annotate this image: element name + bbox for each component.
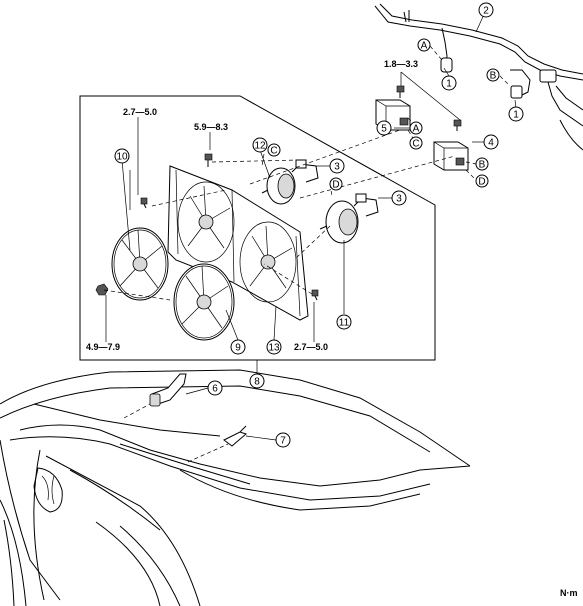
callout-12: 12: [252, 137, 268, 153]
connector-marker-c: C: [267, 143, 281, 157]
torque-spec-shroud-bolt-upper: 2.7—5.0: [123, 107, 157, 117]
svg-text:1: 1: [513, 110, 519, 121]
callout-8: 8: [249, 373, 265, 389]
svg-text:9: 9: [235, 343, 241, 354]
connector-marker-a: A: [409, 121, 423, 135]
fan-module-frame: [79, 95, 436, 374]
svg-text:C: C: [270, 146, 277, 157]
fan-shroud-bolt: [311, 289, 319, 301]
relay-bolt: [396, 85, 405, 98]
callout-3-upper: 3: [329, 158, 345, 174]
callout-9: 9: [230, 339, 246, 355]
connector-marker-b: B: [486, 68, 500, 82]
fan-blade-9: [173, 263, 235, 341]
svg-text:4: 4: [488, 138, 494, 149]
svg-text:12: 12: [254, 141, 266, 152]
callout-4: 4: [483, 134, 499, 150]
connector-marker-b: B: [475, 157, 489, 171]
svg-text:C: C: [412, 139, 419, 150]
torque-spec-shroud-bolt-lower: 2.7—5.0: [294, 342, 328, 352]
fan-nut: [95, 283, 109, 296]
connector-marker-a: A: [417, 38, 431, 52]
callout-1-upper: 1: [441, 75, 457, 91]
fan-relay-4: [433, 141, 469, 171]
svg-text:A: A: [413, 124, 420, 135]
torque-spec-relay-bolts: 1.8—3.3: [384, 59, 418, 69]
svg-text:D: D: [332, 180, 339, 191]
fan-shroud-bolt: [204, 153, 213, 167]
svg-text:A: A: [421, 41, 428, 52]
vehicle-front-outline: [0, 369, 471, 606]
connector-marker-d: D: [329, 177, 343, 191]
unit-label: N·m: [560, 588, 578, 598]
callout-7: 7: [275, 432, 291, 448]
callout-11: 11: [336, 314, 352, 330]
callout-2: 2: [478, 2, 494, 18]
torque-spec-shroud-bolt: 5.9—8.3: [194, 122, 228, 132]
fan-motor-upper: [261, 159, 319, 205]
callout-10: 10: [114, 148, 130, 164]
svg-text:D: D: [478, 177, 485, 188]
wiring-harness: [374, 3, 583, 151]
svg-text:1: 1: [446, 79, 452, 90]
svg-text:7: 7: [280, 436, 286, 447]
callout-3-lower: 3: [391, 190, 407, 206]
svg-text:B: B: [479, 160, 486, 171]
svg-text:3: 3: [334, 162, 340, 173]
svg-text:5: 5: [381, 124, 387, 135]
svg-text:10: 10: [116, 152, 128, 163]
svg-text:2: 2: [483, 6, 489, 17]
svg-text:6: 6: [212, 384, 218, 395]
svg-text:3: 3: [396, 194, 402, 205]
fan-motor-lower: [319, 193, 379, 244]
fan-shroud-bolt: [140, 197, 148, 209]
callout-13: 13: [266, 339, 282, 355]
svg-text:8: 8: [254, 377, 260, 388]
callout-6: 6: [207, 380, 223, 396]
connector-marker-d: D: [475, 174, 489, 188]
svg-text:13: 13: [268, 343, 280, 354]
svg-text:11: 11: [339, 318, 350, 329]
torque-spec-fan-nut: 4.9—7.9: [86, 342, 120, 352]
fan-shroud: [167, 165, 309, 321]
svg-text:B: B: [490, 71, 497, 82]
fan-blade-10: [111, 227, 169, 301]
callout-5: 5: [376, 120, 392, 136]
callout-1-lower: 1: [508, 106, 524, 122]
connector-marker-c: C: [409, 136, 423, 150]
relay-bolt: [453, 119, 462, 131]
